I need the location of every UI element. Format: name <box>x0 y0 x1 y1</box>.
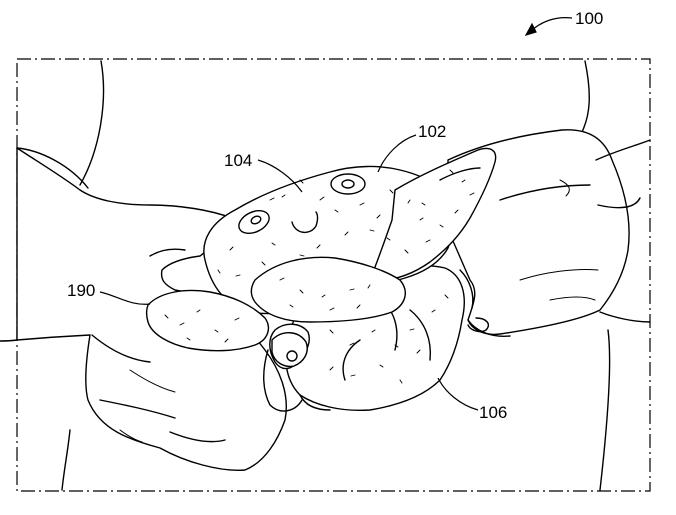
label-106: 106 <box>479 403 507 422</box>
label-190: 190 <box>67 281 95 300</box>
texture-marks <box>164 169 475 384</box>
right-hand <box>447 129 651 337</box>
label-100: 100 <box>575 9 603 28</box>
plush-outer <box>145 147 497 368</box>
eye-right <box>330 173 366 195</box>
label-104: 104 <box>224 151 252 170</box>
mouth <box>291 211 319 233</box>
leader-lines <box>99 17 573 411</box>
label-102: 102 <box>418 122 446 141</box>
eye-left <box>238 209 270 235</box>
torso-outline <box>16 60 611 491</box>
